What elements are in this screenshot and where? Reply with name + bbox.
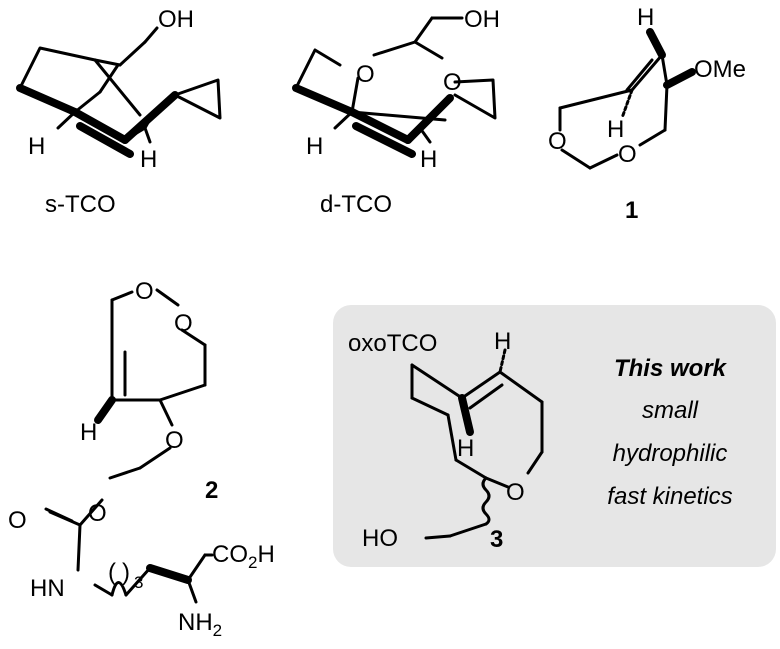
- d-tco-o-left: O: [356, 61, 375, 88]
- compound-3-structure: [410, 348, 544, 540]
- s-tco-oh: OH: [158, 6, 194, 33]
- compound-2-co2h-sub: 2: [248, 553, 257, 572]
- compound-1-structure: [558, 28, 696, 170]
- compound-2-paren-open: (: [108, 559, 116, 586]
- compound-1-label: 1: [625, 197, 638, 224]
- highlight-title: This work: [614, 355, 728, 382]
- compound-2-o-top-right: O: [174, 310, 193, 337]
- compound-2-structure: [44, 288, 214, 604]
- d-tco-oh: OH: [464, 6, 500, 33]
- compound-3-o-ring: O: [506, 479, 525, 506]
- compound-2-hn: HN: [30, 575, 65, 602]
- compound-1-h-top: H: [637, 4, 654, 31]
- compound-2-h: H: [80, 419, 97, 446]
- d-tco-o-right: O: [443, 69, 462, 96]
- compound-2-o-ether: O: [165, 427, 184, 454]
- compound-2-o-carbonyl: O: [8, 507, 27, 534]
- compound-1-ome: OMe: [694, 56, 746, 83]
- highlight-line-small: small: [642, 397, 699, 424]
- s-tco-label: s-TCO: [45, 191, 116, 218]
- compound-1-h-bottom: H: [607, 116, 624, 143]
- compound-2-repeat: 3: [134, 573, 143, 592]
- compound-3-h-bottom: H: [457, 435, 474, 462]
- compound-2-o-top-left: O: [135, 278, 154, 305]
- compound-3-label: 3: [490, 526, 503, 553]
- oxotco-title: oxoTCO: [348, 330, 437, 357]
- compound-2-paren-close: ): [122, 559, 130, 586]
- highlight-line-kinetics: fast kinetics: [607, 483, 732, 510]
- compound-2-nh2-sub: 2: [213, 621, 222, 640]
- s-tco-structure: [16, 26, 222, 158]
- compound-1-o-left: O: [548, 128, 567, 155]
- compound-2-o-carbamate: O: [88, 500, 107, 527]
- highlight-line-hydrophilic: hydrophilic: [613, 440, 728, 467]
- highlight-box: [333, 305, 776, 567]
- compound-2-label: 2: [205, 477, 218, 504]
- d-tco-h-right: H: [420, 146, 437, 173]
- s-tco-h-right: H: [140, 146, 157, 173]
- compound-2-co2h-end: H: [257, 541, 274, 568]
- compound-2-co2h-main: CO: [212, 541, 248, 568]
- d-tco-h-left: H: [306, 133, 323, 160]
- compound-2-co2h: CO2H: [212, 541, 275, 572]
- compound-2-nh2: NH2: [178, 609, 222, 640]
- compound-2-nh2-main: NH: [178, 609, 213, 636]
- compound-1-o-right: O: [618, 141, 637, 168]
- compound-3-h-top: H: [494, 328, 511, 355]
- d-tco-structure: [292, 16, 497, 158]
- s-tco-h-left: H: [28, 133, 45, 160]
- compound-3-ho: HO: [362, 525, 398, 552]
- d-tco-label: d-TCO: [320, 191, 392, 218]
